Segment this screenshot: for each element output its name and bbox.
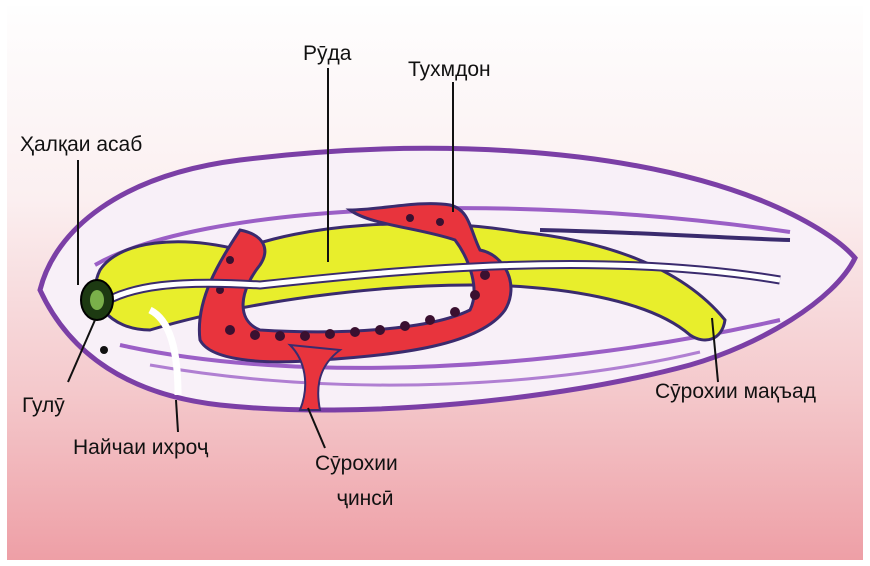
label-surokhii-jinsi-2: ҷинсӣ — [337, 487, 394, 511]
label-surokhii-maqad: Сӯрохии мақъад — [655, 380, 816, 404]
label-naychai-ikhroj: Найчаи ихроҷ — [73, 436, 208, 460]
label-surokhii-jinsi-1: Сӯрохии — [315, 452, 398, 476]
label-halqai-asab: Ҳалқаи асаб — [20, 133, 142, 157]
label-ruda: Рӯда — [303, 42, 351, 66]
label-gulu: Гулӯ — [22, 394, 65, 418]
label-tukhmdon: Тухмдон — [408, 58, 491, 82]
